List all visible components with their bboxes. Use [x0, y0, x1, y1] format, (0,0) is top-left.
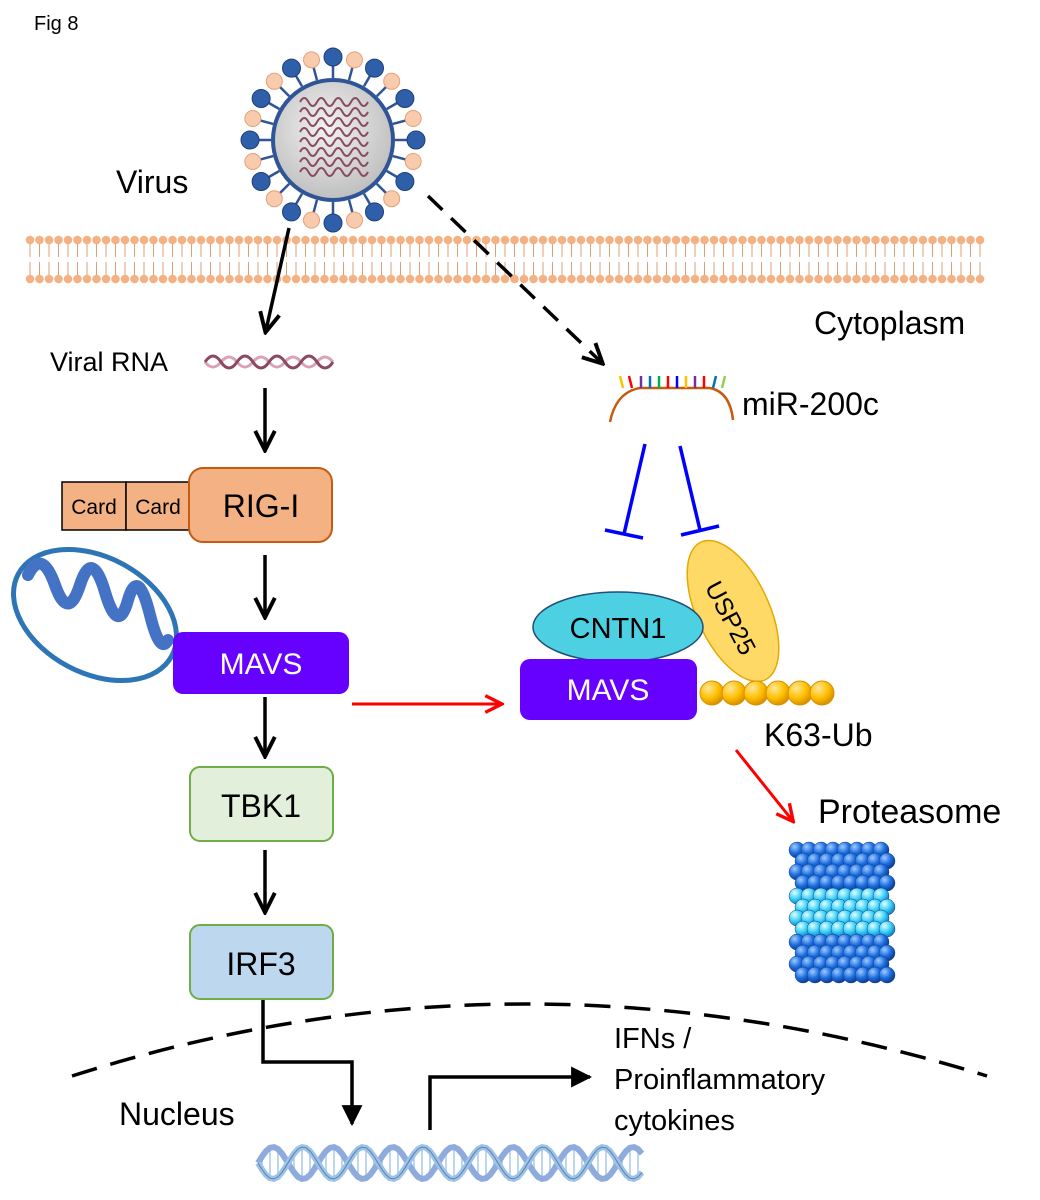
inhibit-usp25-bar [680, 524, 720, 537]
tbk1-box [189, 766, 334, 842]
arrow-to-proteasome [734, 749, 792, 820]
figure-label: Fig 8 [34, 13, 78, 35]
card-domain-2 [125, 481, 191, 531]
irf3-label: IRF3 [226, 946, 295, 982]
mavs-box-right [520, 659, 697, 720]
mavs-left-label: MAVS [220, 648, 303, 681]
mitochondrion-icon [11, 546, 179, 684]
arrow-virus-to-mirna [426, 194, 601, 362]
inhibit-cntn1-bar [604, 528, 644, 540]
cntn1-label: CNTN1 [570, 613, 667, 645]
activation-arrows [265, 227, 291, 910]
nuclear-envelope [71, 1002, 988, 1078]
card-domain-1 [61, 481, 127, 531]
inhibit-cntn1 [622, 443, 647, 535]
card-domain-1-label: Card [71, 496, 117, 519]
viral-rna-label: Viral RNA [50, 347, 168, 377]
output-label-line2: Proinflammatory [614, 1064, 826, 1096]
nucleus-label: Nucleus [119, 1096, 235, 1132]
dna-helix-icon [255, 1143, 645, 1183]
virus-particle-icon [240, 47, 426, 233]
k63-ub-label: K63-Ub [764, 717, 873, 753]
rigi-label: RIG-I [223, 488, 299, 524]
proteasome-icon [788, 841, 896, 984]
mavs-right-label: MAVS [567, 674, 650, 707]
arrow-irf3-to-dna [261, 1000, 363, 1127]
mirna-hairpin-icon [608, 375, 735, 423]
cell-membrane [25, 235, 985, 284]
proteasome-label: Proteasome [818, 793, 1001, 831]
card-domain-2-label: Card [135, 496, 181, 519]
viral-rna-strand-icon [203, 354, 335, 370]
mirna-label: miR-200c [742, 386, 879, 422]
inhibit-usp25 [678, 445, 702, 531]
cytoplasm-label: Cytoplasm [814, 305, 965, 341]
inhibition-lines [604, 443, 720, 540]
arrow-virus-to-rna [266, 227, 291, 330]
ubiquitin-chain-icon [699, 680, 835, 706]
mavs-box-left [173, 632, 349, 694]
virus-label: Virus [116, 164, 188, 200]
output-label-line3: cytokines [614, 1105, 735, 1137]
tbk1-label: TBK1 [221, 788, 301, 824]
rigi-box [188, 467, 333, 543]
output-label-line1: IFNs / [614, 1023, 692, 1055]
arrow-dna-to-output [428, 1066, 593, 1130]
irf3-box [189, 924, 334, 1000]
